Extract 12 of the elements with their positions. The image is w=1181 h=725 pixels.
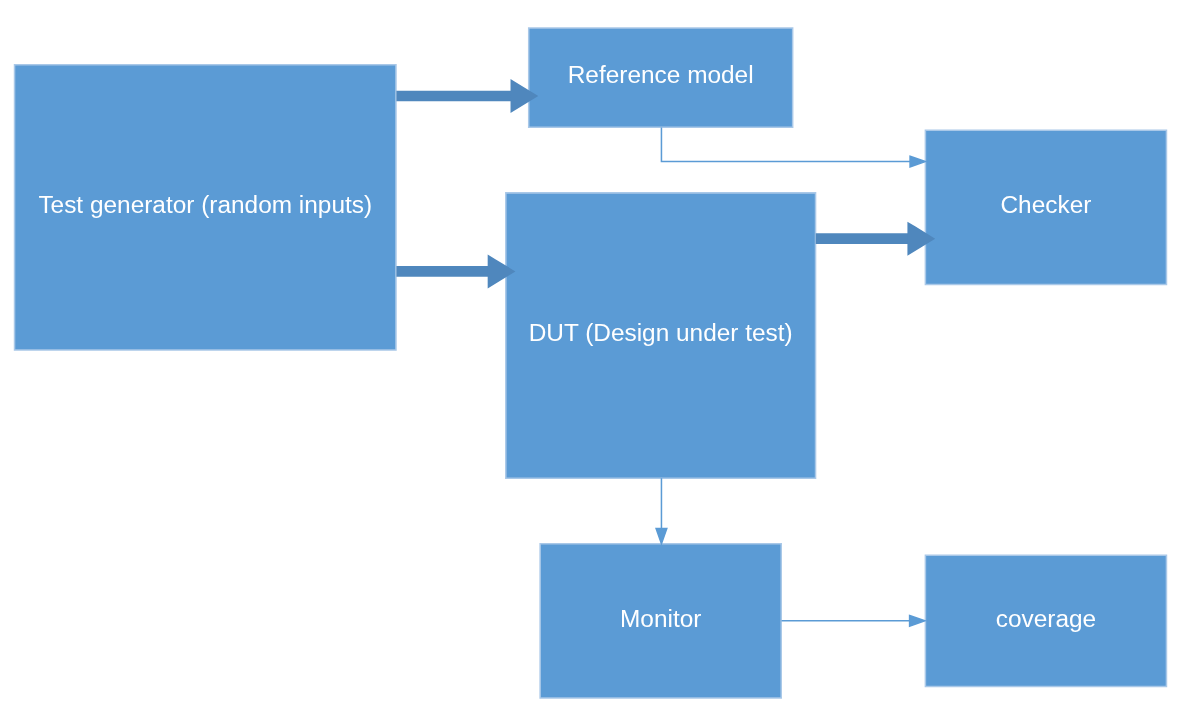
node-box: Reference model <box>527 26 794 128</box>
arrow <box>660 126 928 168</box>
arrow <box>815 221 936 256</box>
node-box: Monitor <box>539 542 782 699</box>
node-box: DUT (Design under test) <box>505 191 817 479</box>
arrow <box>655 476 668 546</box>
arrow <box>396 78 539 113</box>
arrow <box>780 613 928 627</box>
node-box: Checker <box>924 129 1168 285</box>
node-box: Test generator (random inputs) <box>13 63 397 351</box>
node-box: coverage <box>924 553 1168 687</box>
arrow <box>396 253 516 288</box>
